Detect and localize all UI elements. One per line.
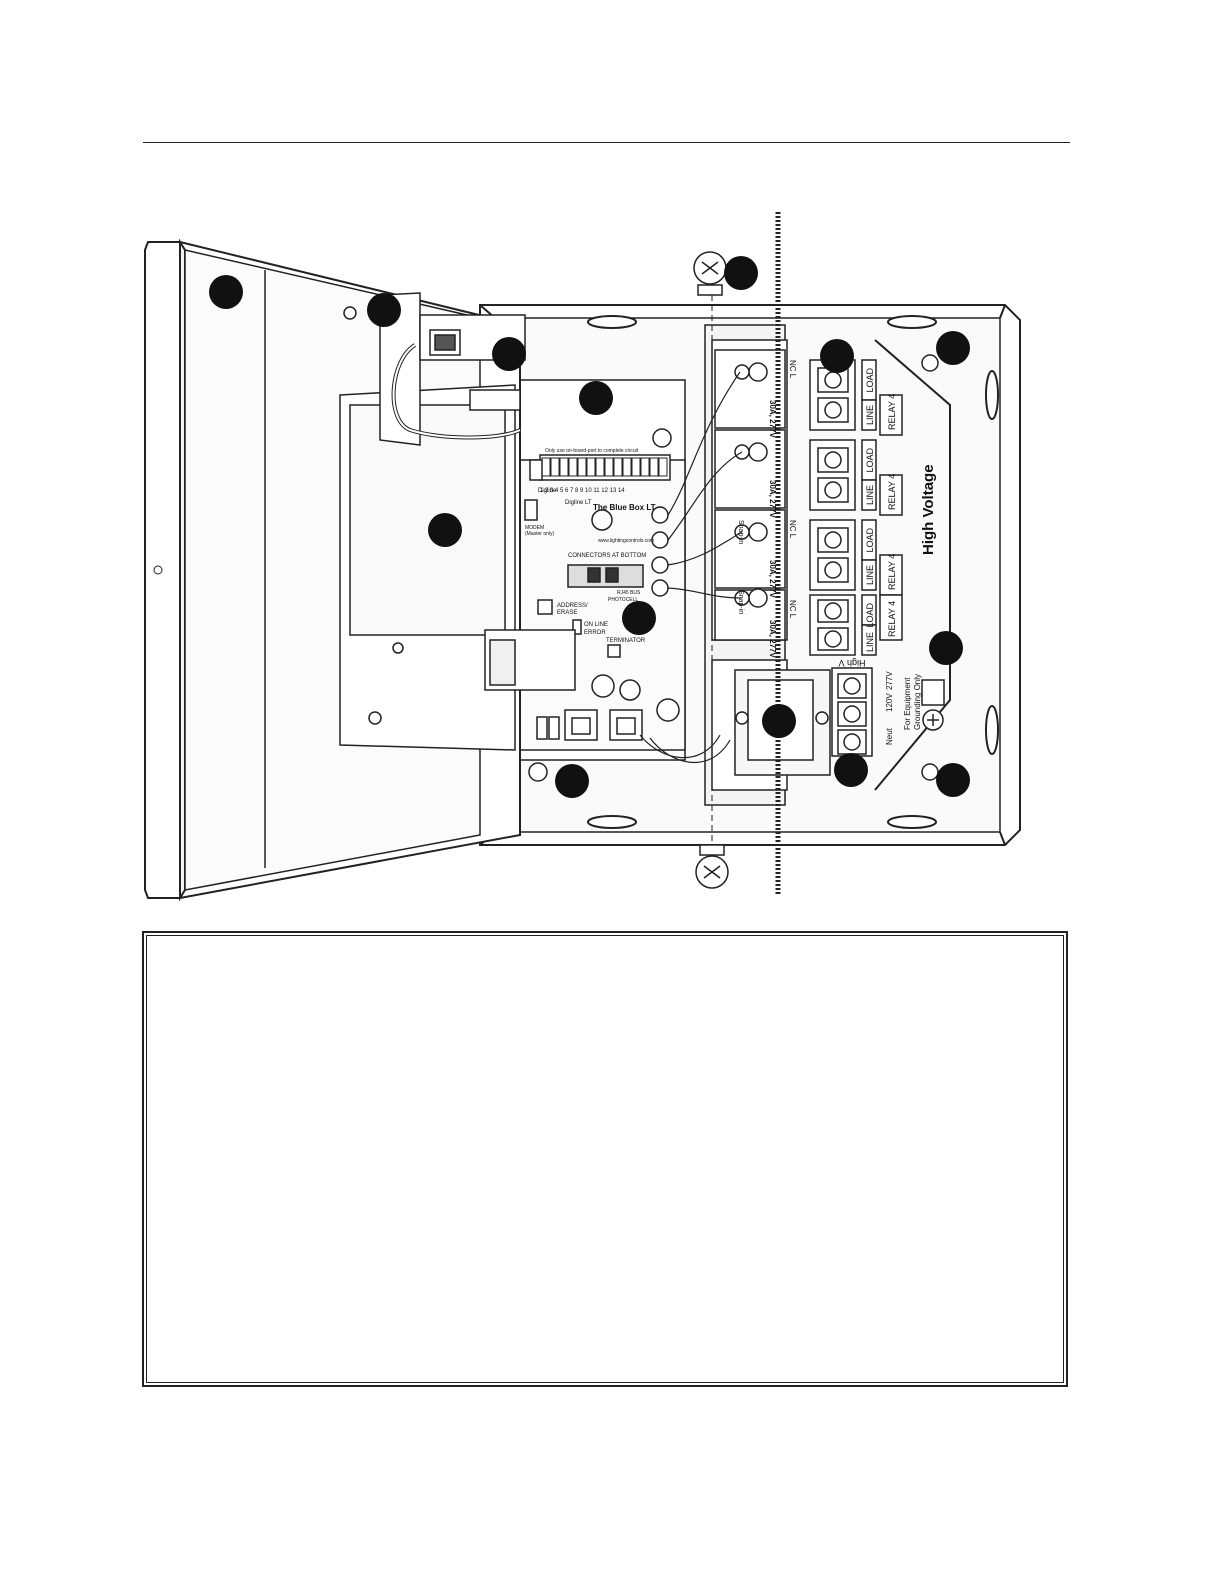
relay-label-1: RELAY 4 (887, 394, 897, 430)
top-bracket (343, 292, 526, 446)
callout-dot-2 (367, 293, 401, 327)
load-label-1: LOAD (865, 368, 875, 393)
board-url: www.lightingcontrols.com (598, 538, 654, 544)
rj45-bus-label: RJ45 BUS (617, 590, 641, 596)
knockouts (587, 315, 999, 829)
load-label-3: LOAD (865, 528, 875, 553)
high-voltage-label: High Voltage (920, 464, 937, 555)
277v-label: 277V (885, 671, 894, 690)
ground-lug (921, 679, 945, 731)
relay-label-4: RELAY 4 (887, 601, 897, 637)
callout-dot-5 (724, 256, 758, 290)
callout-dot-3 (492, 337, 526, 371)
digline-label: Digline (538, 488, 557, 494)
relay-rating-labels: 30A, 277V 30A, 277V 30A, 277V 30A, 277V … (737, 360, 797, 658)
grounding-label-1: For Equipment (903, 677, 912, 730)
line-label-4: LINE (865, 632, 875, 652)
error-label: ERROR (584, 630, 606, 636)
line-label-3: LINE (865, 565, 875, 585)
address-label-2: ERASE (557, 610, 577, 616)
callout-dot-7 (936, 331, 970, 365)
neut-label: Neut (885, 727, 894, 745)
terminal-numbers: 1 2 3 4 5 6 7 8 9 10 11 12 13 14 (540, 488, 625, 494)
screws (693, 251, 729, 889)
board-note: Only use on-board-port to complete circu… (545, 448, 639, 454)
relay-label-3: RELAY 4 (887, 554, 897, 590)
relay-nc-3: NC L (788, 520, 797, 539)
callout-dot-8 (428, 513, 462, 547)
info-box (142, 931, 1068, 1387)
120v-label: 120V (885, 693, 894, 712)
relay-nc-1: NC L (788, 360, 797, 379)
modem-label-1: MODEM (525, 525, 544, 531)
control-board (514, 379, 686, 761)
relay-rating-3a: 30A, 277V (768, 560, 777, 598)
relay-label-2: RELAY 4 (887, 474, 897, 510)
relay-line-load-labels: LOAD LINE RELAY 4 LOAD LINE RELAY 4 LOAD… (865, 368, 897, 652)
callout-dot-11 (762, 704, 796, 738)
modem-label-2: (Master only) (525, 531, 555, 537)
on-line-label: ON LINE (584, 622, 608, 628)
digline-lt-label: Digline LT (565, 500, 592, 506)
line-label-1: LINE (865, 405, 875, 425)
board-labels: Only use on-board-port to complete circu… (525, 448, 656, 644)
load-label-2: LOAD (865, 448, 875, 473)
board-title: The Blue Box LT (593, 503, 656, 512)
relay-rating-2a: 30A, 277V (768, 480, 777, 518)
callout-dot-12 (555, 764, 589, 798)
callout-dot-14 (936, 763, 970, 797)
snap-in-3: Snap-in (737, 520, 744, 544)
line-label-2: LINE (865, 485, 875, 505)
relay-rating-4a: 30A, 277V (768, 620, 777, 658)
door-plate (339, 384, 576, 751)
callout-dot-6 (820, 339, 854, 373)
power-terminal-block (831, 667, 873, 757)
mounting-holes (528, 354, 939, 782)
transformer (711, 659, 831, 791)
high-v-label: High V (838, 658, 865, 668)
info-box-inner-border (146, 935, 1064, 1383)
connectors-at-bottom: CONNECTORS AT BOTTOM (568, 553, 646, 559)
wires (639, 371, 743, 764)
callout-dot-9 (622, 601, 656, 635)
photocell-label: PHOTOCELL (608, 597, 638, 603)
callout-dot-13 (834, 753, 868, 787)
snap-in-4: Snap-in (737, 590, 744, 614)
relay-nc-4: NC L (788, 600, 797, 619)
high-voltage-barrier (874, 339, 951, 791)
terminator-label: TERMINATOR (606, 638, 646, 644)
address-label-1: ADDRESS/ (557, 603, 588, 609)
relay-rating-1a: 30A, 277V (768, 400, 777, 438)
callout-dots (209, 256, 970, 798)
header-rule (143, 142, 1070, 143)
callout-dot-1 (209, 275, 243, 309)
callout-dot-10 (929, 631, 963, 665)
grounding-label-2: Grounding Only (913, 674, 922, 730)
relay-terminal-blocks (809, 359, 903, 656)
load-label-4: LOAD (865, 603, 875, 628)
enclosure-diagram: 30A, 277V 30A, 277V 30A, 277V 30A, 277V … (144, 212, 1021, 902)
callout-dot-4 (579, 381, 613, 415)
